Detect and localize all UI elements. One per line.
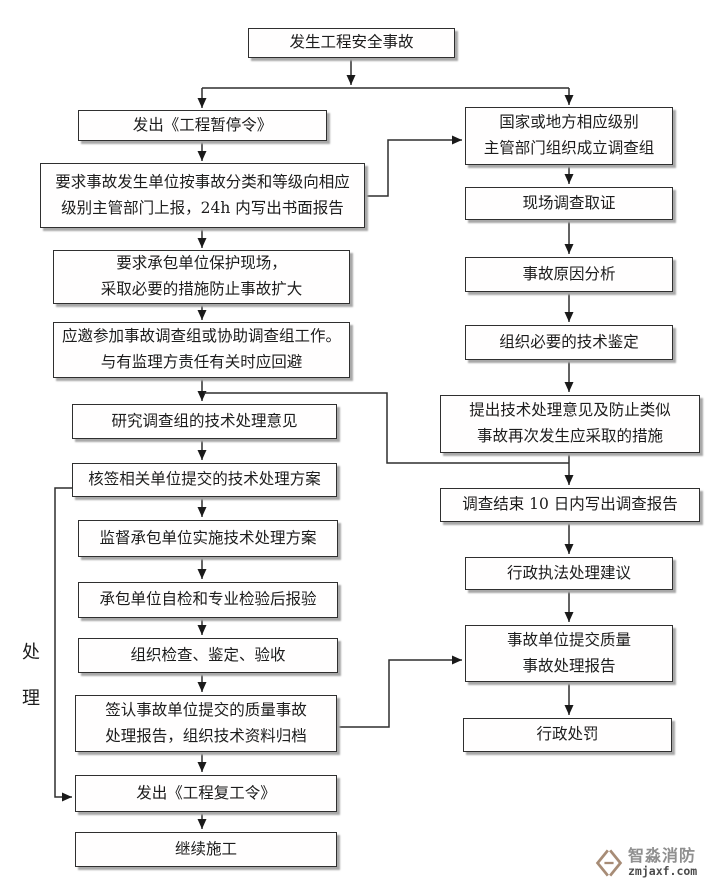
watermark-brand: 智淼消防 bbox=[628, 846, 697, 866]
node-countersign-technical-plan: 核签相关单位提交的技术处理方案 bbox=[72, 463, 337, 497]
node-organize-inspection-acceptance: 组织检查、鉴定、验收 bbox=[78, 638, 338, 673]
node-join-investigation-team: 应邀参加事故调查组或协助调查组工作。 与有监理方责任有关时应回避 bbox=[53, 322, 350, 378]
node-law-enforcement-suggestion: 行政执法处理建议 bbox=[465, 557, 673, 590]
node-technical-appraisal: 组织必要的技术鉴定 bbox=[465, 325, 673, 360]
node-protect-site: 要求承包单位保护现场， 采取必要的措施防止事故扩大 bbox=[53, 250, 350, 304]
node-investigation-report-10days: 调查结束 10 日内写出调查报告 bbox=[440, 488, 700, 522]
node-contractor-self-inspection: 承包单位自检和专业检验后报验 bbox=[78, 582, 338, 618]
connector-report-to-team bbox=[365, 135, 462, 197]
node-administrative-penalty: 行政处罚 bbox=[463, 718, 672, 752]
connector-sign-to-submit bbox=[337, 655, 462, 728]
watermark: 智淼消防 zmjaxf.com bbox=[594, 844, 716, 882]
brand-logo-icon bbox=[595, 849, 623, 877]
connector-feedback-to-study bbox=[204, 392, 569, 464]
node-issue-resumption-order: 发出《工程复工令》 bbox=[75, 775, 337, 812]
node-supervise-implementation: 监督承包单位实施技术处理方案 bbox=[78, 520, 338, 557]
watermark-domain: zmjaxf.com bbox=[628, 864, 698, 879]
node-submit-accident-report: 事故单位提交质量 事故处理报告 bbox=[465, 625, 673, 682]
node-cause-analysis: 事故原因分析 bbox=[465, 257, 673, 292]
node-continue-construction: 继续施工 bbox=[75, 832, 337, 867]
node-report-within-24h: 要求事故发生单位按事故分类和等级向相应 级别主管部门上报，24h 内写出书面报告 bbox=[40, 163, 365, 228]
node-sign-accident-report-archive: 签认事故单位提交的质量事故 处理报告，组织技术资料归档 bbox=[75, 695, 337, 752]
node-site-investigation: 现场调查取证 bbox=[465, 187, 673, 220]
connector-bracket-to-resume bbox=[54, 487, 72, 802]
phase-label-handling: 处理 bbox=[22, 642, 40, 709]
node-accident-occurs: 发生工程安全事故 bbox=[248, 28, 455, 58]
node-study-technical-opinions: 研究调查组的技术处理意见 bbox=[72, 404, 337, 439]
node-form-investigation-team: 国家或地方相应级别 主管部门组织成立调查组 bbox=[465, 107, 673, 165]
node-propose-measures: 提出技术处理意见及防止类似 事故再次发生应采取的措施 bbox=[440, 395, 700, 453]
node-issue-suspension-order: 发出《工程暂停令》 bbox=[78, 110, 327, 141]
